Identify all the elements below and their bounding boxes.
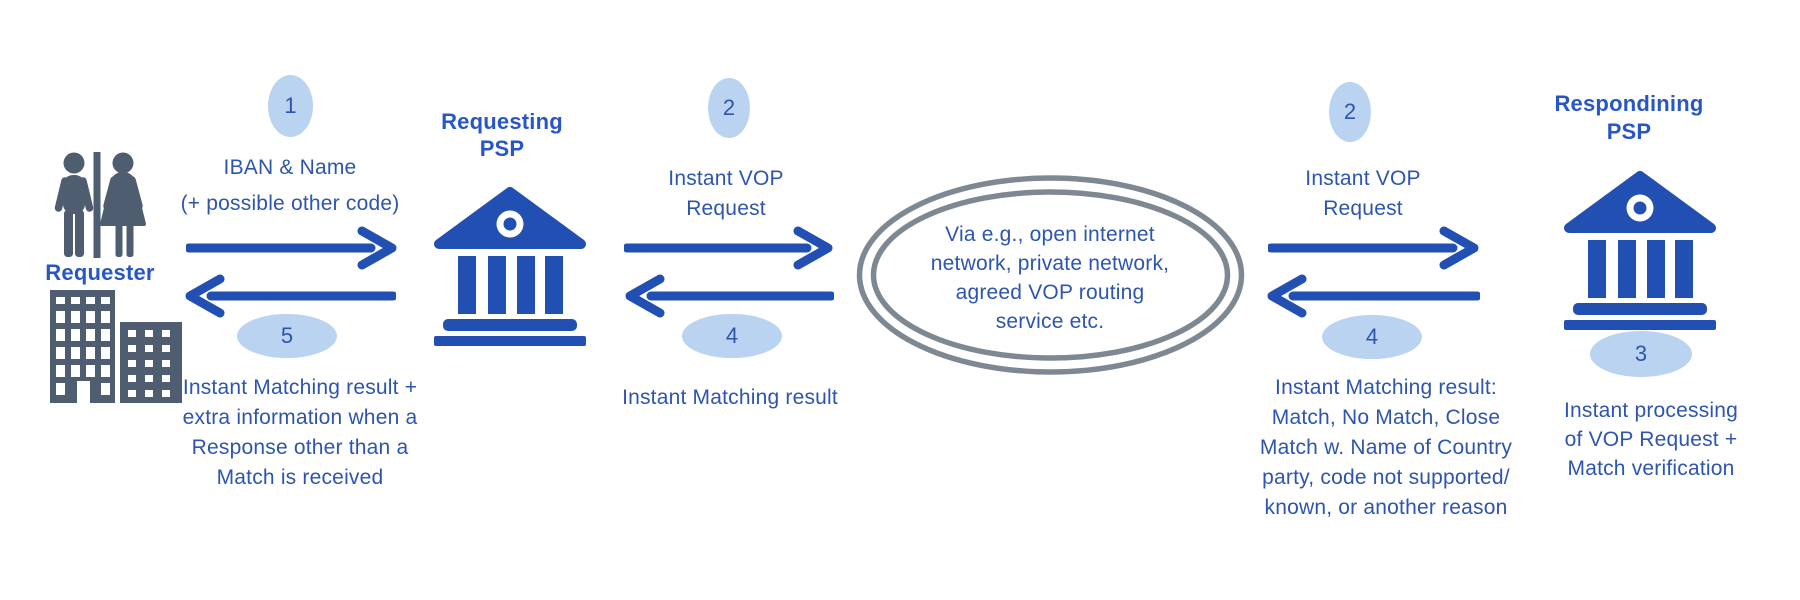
step-number-2-left: 2 (722, 95, 736, 120)
requesting-psp-bank-icon (434, 187, 586, 346)
step-number-2-right: 2 (1343, 99, 1357, 124)
network-text: Via e.g., open internet network, private… (898, 220, 1202, 336)
text-line: Match is received (216, 466, 384, 489)
step4-left-text: Instant Matching result (605, 383, 855, 413)
step1-text: IBAN & Name (+ possible other code) (160, 150, 420, 222)
text-line: of VOP Request + (1564, 428, 1738, 451)
step5-text: Instant Matching result + extra informat… (170, 373, 430, 493)
arrow-left-responding-psp-to-network (1267, 274, 1480, 318)
responding-psp-label: Respondining PSP (1539, 90, 1719, 146)
text-line: Instant Matching result (622, 386, 838, 409)
text-line: Instant Matching result + (182, 376, 418, 399)
text-line: Respondining (1554, 91, 1704, 116)
step-bubble-5: 5 (237, 314, 337, 358)
step-number-3: 3 (1634, 341, 1648, 366)
step-bubble-4-right: 4 (1322, 315, 1422, 359)
step-bubble-2-left: 2 (708, 78, 750, 138)
text-line: party, code not supported/ (1262, 466, 1510, 489)
text-line: PSP (1606, 119, 1652, 144)
text-line: known, or another reason (1264, 496, 1508, 519)
text-line: Request (686, 197, 766, 220)
text-line: Match verification (1567, 457, 1735, 480)
step-number-1: 1 (284, 93, 297, 118)
arrow-right-psp-to-network (624, 226, 833, 270)
text-line: network, private network, (930, 252, 1170, 275)
text-line: Requesting (441, 109, 563, 134)
arrow-left-network-to-psp (625, 274, 834, 318)
step-bubble-4-left: 4 (682, 314, 782, 358)
step3-text: Instant processing of VOP Request + Matc… (1531, 396, 1771, 483)
step-number-4-left: 4 (725, 323, 739, 348)
responding-psp-bank-icon (1564, 171, 1716, 330)
step4-right-text: Instant Matching result: Match, No Match… (1241, 373, 1531, 523)
text-line: Match, No Match, Close (1271, 406, 1501, 429)
divider-bar (93, 152, 101, 258)
requester-buildings-icon (50, 290, 182, 403)
text-line: IBAN & Name (223, 156, 357, 179)
text-line: Response other than a (191, 436, 409, 459)
text-line: extra information when a (182, 406, 418, 429)
text-line: Instant processing (1563, 399, 1739, 422)
step-number-5: 5 (280, 323, 294, 348)
step-number-4-right: 4 (1365, 324, 1379, 349)
requesting-psp-label: Requesting PSP (422, 108, 582, 162)
requester-label: Requester (45, 260, 155, 285)
step-bubble-2-right: 2 (1329, 82, 1371, 142)
step-bubble-1: 1 (268, 75, 313, 137)
text-line: Instant Matching result: (1275, 376, 1497, 399)
text-line: Via e.g., open internet (945, 223, 1155, 246)
step2-left-text: Instant VOP Request (626, 164, 826, 224)
text-line: PSP (479, 136, 525, 161)
arrow-right-network-to-responding-psp (1268, 226, 1479, 270)
requester-people-icon (54, 152, 146, 258)
network-oval (856, 175, 1245, 375)
text-line: Instant VOP (1305, 167, 1421, 190)
text-line: Request (1323, 197, 1403, 220)
step2-right-text: Instant VOP Request (1263, 164, 1463, 224)
text-line: agreed VOP routing (955, 281, 1145, 304)
text-line: (+ possible other code) (180, 192, 400, 215)
text-line: Match w. Name of Country (1259, 436, 1513, 459)
arrow-right-requester-to-psp (186, 226, 397, 270)
step-bubble-3: 3 (1590, 331, 1692, 377)
text-line: service etc. (995, 310, 1105, 333)
arrow-left-psp-to-requester (185, 274, 396, 318)
text-line: Instant VOP (668, 167, 784, 190)
